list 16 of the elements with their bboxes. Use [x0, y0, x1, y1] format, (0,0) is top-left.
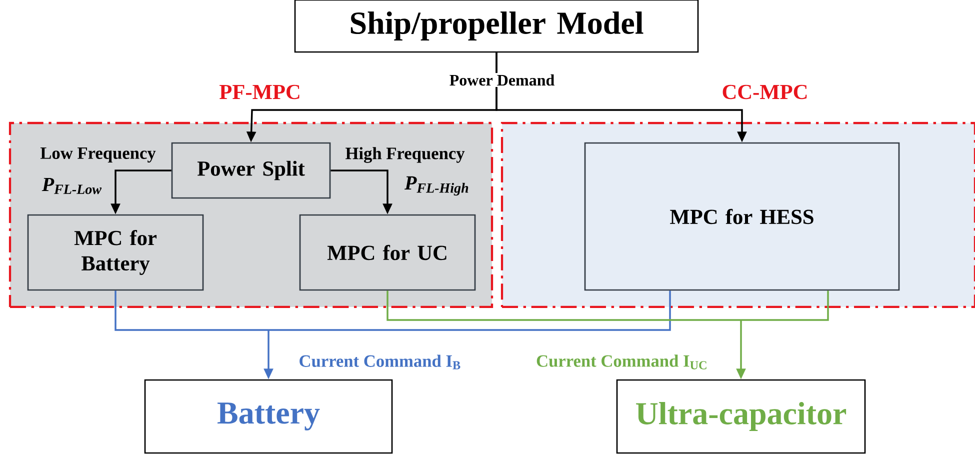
edge-label: Current Command I$_{B}$ — [300, 354, 460, 370]
text-label: Low Frequency — [40, 147, 156, 163]
output-box: Battery — [144, 379, 393, 454]
edge-label: P$_{FL-Low}$ — [42, 178, 102, 194]
node-label: PF-MPC — [219, 84, 300, 100]
text-label: High Frequency — [346, 147, 465, 163]
process-box: MPC for Battery — [27, 214, 204, 291]
process-box: MPC for UC — [299, 214, 476, 291]
process-box: Power Split — [171, 142, 331, 199]
title-box: Ship/propeller Model — [294, 0, 699, 53]
edge-label: Power Demand — [448, 73, 556, 87]
output-box: Ultra-capacitor — [616, 379, 866, 454]
node-label: CC-MPC — [722, 84, 807, 100]
edge-label: P$_{FL-High}$ — [404, 176, 468, 196]
process-box: MPC for HESS — [584, 142, 900, 291]
edge-label: Current Command I$_{UC}$ — [536, 354, 706, 370]
